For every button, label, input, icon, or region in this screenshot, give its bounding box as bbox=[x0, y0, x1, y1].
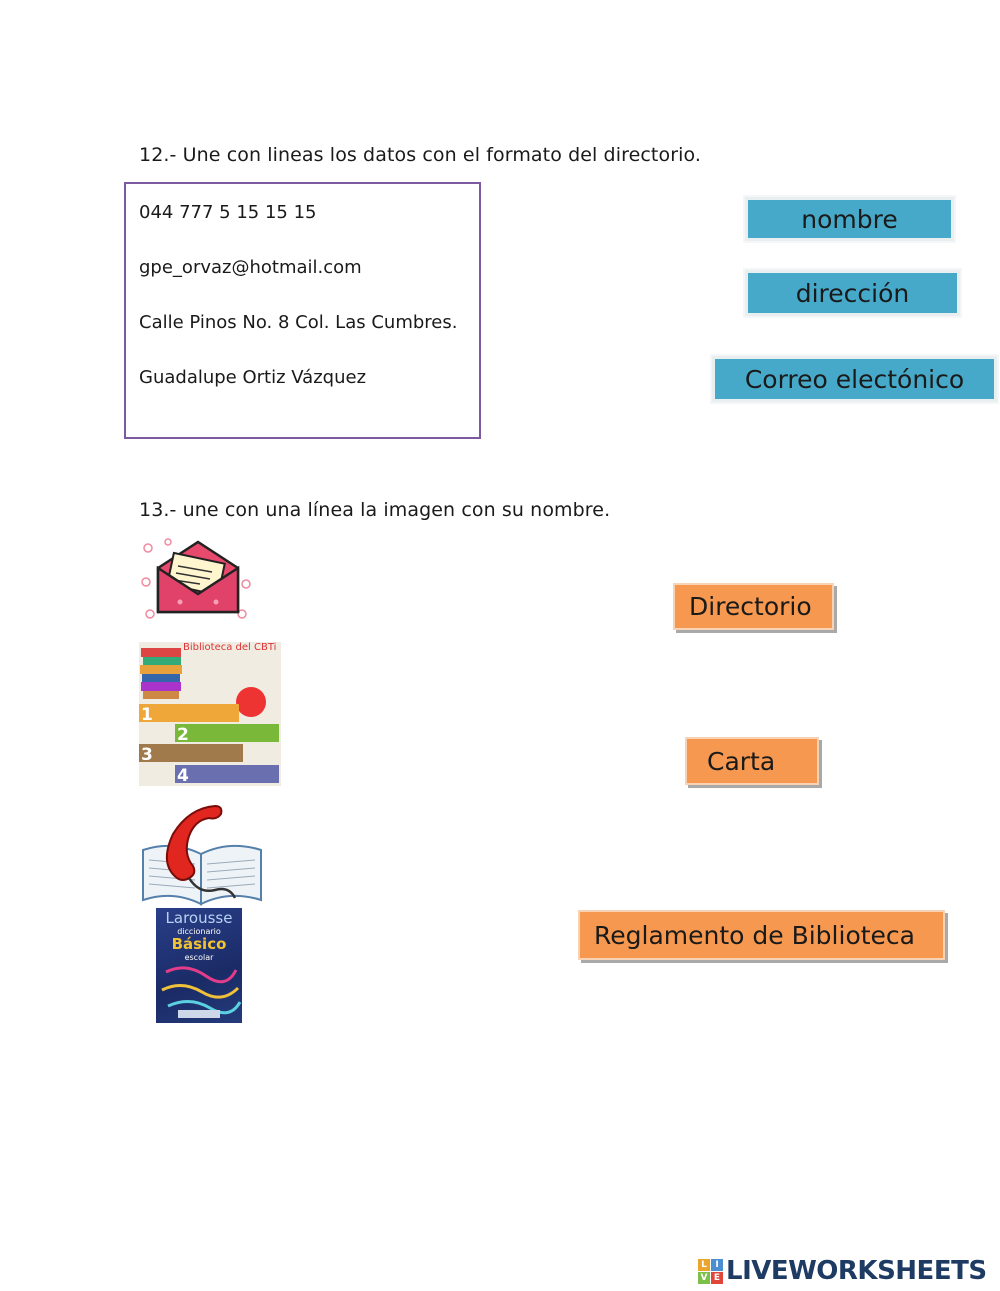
label-direccion[interactable]: dirección bbox=[745, 270, 960, 316]
svg-text:3: 3 bbox=[141, 745, 153, 765]
label-reglamento[interactable]: Reglamento de Biblioteca bbox=[578, 910, 945, 960]
name-text: Guadalupe Ortiz Vázquez bbox=[139, 367, 367, 388]
library-rules-poster-image: 1 2 3 4 Biblioteca del CBTi bbox=[139, 642, 281, 786]
question-12-text: 12.- Une con lineas los datos con el for… bbox=[139, 144, 702, 166]
label-nombre[interactable]: nombre bbox=[745, 197, 954, 241]
logo-text: LIVEWORKSHEETS bbox=[726, 1256, 987, 1286]
email-text: gpe_orvaz@hotmail.com bbox=[139, 257, 362, 278]
phone-text: 044 777 5 15 15 15 bbox=[139, 202, 317, 223]
label-carta[interactable]: Carta bbox=[685, 737, 819, 785]
dictionary-brand: Larousse bbox=[165, 909, 233, 927]
poster-title: Biblioteca del CBTi bbox=[183, 642, 277, 653]
dictionary-edition: escolar bbox=[184, 953, 214, 962]
dictionary-book-image: Larousse diccionario Básico escolar bbox=[156, 908, 242, 1023]
dictionary-subtitle: diccionario bbox=[177, 927, 221, 936]
svg-text:2: 2 bbox=[177, 725, 189, 745]
question-13-text: 13.- une con una línea la imagen con su … bbox=[139, 499, 611, 521]
phone-book-icon bbox=[142, 804, 262, 906]
svg-text:4: 4 bbox=[177, 766, 189, 786]
svg-text:1: 1 bbox=[141, 705, 153, 725]
envelope-letter-icon bbox=[141, 538, 251, 619]
dictionary-title: Básico bbox=[171, 935, 227, 953]
logo-mark-icon: L I V E bbox=[698, 1258, 723, 1284]
address-text: Calle Pinos No. 8 Col. Las Cumbres. bbox=[139, 312, 458, 333]
liveworksheets-logo: L I V E LIVEWORKSHEETS bbox=[698, 1256, 987, 1286]
directory-data-box: 044 777 5 15 15 15 gpe_orvaz@hotmail.com… bbox=[124, 182, 481, 439]
label-directorio[interactable]: Directorio bbox=[673, 583, 834, 630]
label-correo[interactable]: Correo electónico bbox=[712, 356, 997, 402]
